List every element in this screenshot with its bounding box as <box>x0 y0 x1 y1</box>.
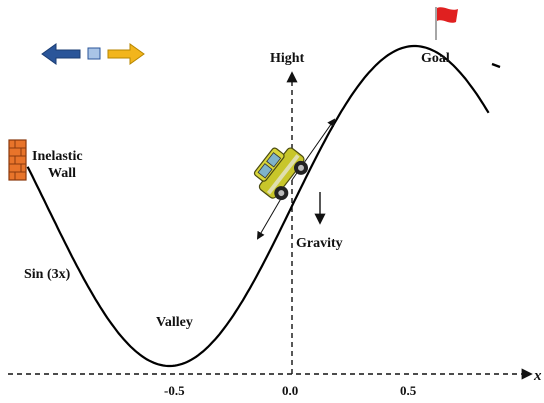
goal-flag-icon <box>435 7 458 40</box>
x-tick-0.0: 0.0 <box>282 383 298 398</box>
x-tick-neg-0.5: -0.5 <box>164 383 185 398</box>
x-axis-label: x <box>533 368 542 384</box>
sine-curve <box>26 44 490 368</box>
stop-square-icon <box>87 47 101 60</box>
car-icon <box>253 147 309 201</box>
wall-label-line2: Wall <box>48 166 76 181</box>
x-tick-0.5: 0.5 <box>400 383 417 398</box>
gravity-label: Gravity <box>296 236 343 251</box>
curve-label: Sin (3x) <box>24 267 71 282</box>
right-arrow-icon <box>107 43 145 65</box>
valley-label: Valley <box>156 315 193 330</box>
goal-label: Goal <box>421 51 450 66</box>
brick-wall-icon <box>8 139 27 181</box>
left-arrow-icon <box>41 43 81 65</box>
curve-end-tail <box>491 62 501 69</box>
action-arrows <box>41 43 145 65</box>
y-axis-label: Hight <box>270 51 305 66</box>
wall-label-line1: Inelastic <box>32 149 83 164</box>
